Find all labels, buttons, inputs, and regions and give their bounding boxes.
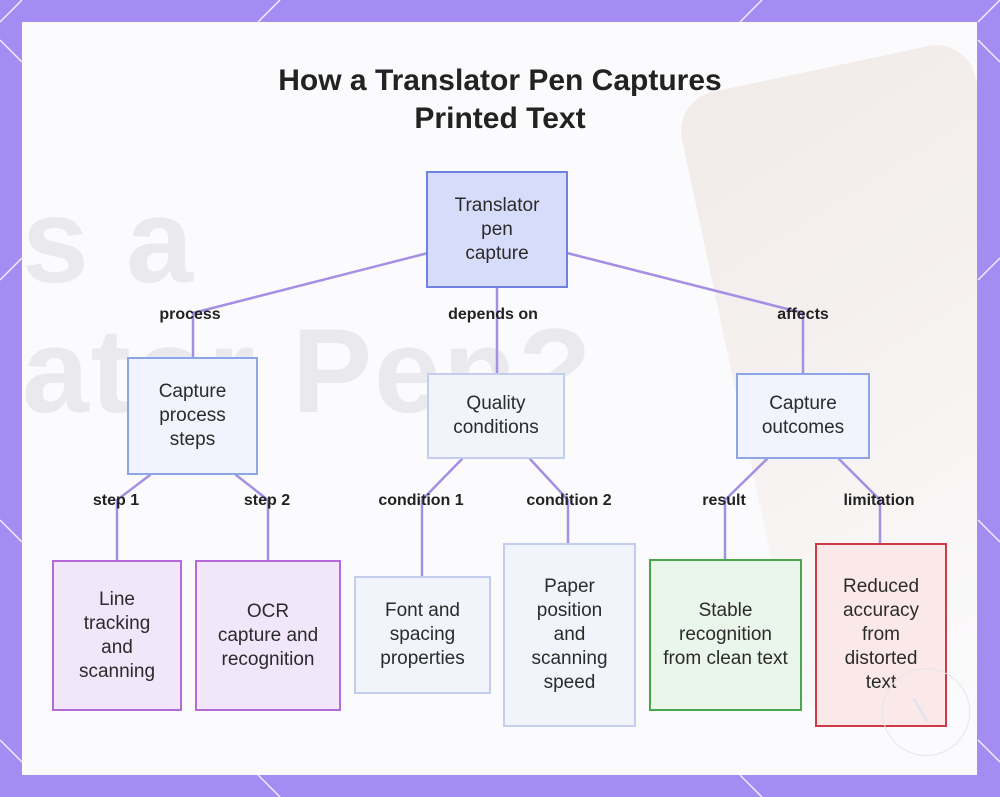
node-root: Translator pen capture — [426, 171, 568, 288]
edge-root-process — [191, 251, 430, 360]
node-line-tracking: Line tracking and scanning — [52, 560, 182, 711]
edge-label-depends-on: depends on — [448, 306, 538, 323]
edge-quality-paper — [528, 457, 570, 546]
node-font-spacing: Font and spacing properties — [354, 576, 491, 694]
node-capture-outcomes: Capture outcomes — [736, 373, 870, 459]
edge-label-affects: affects — [777, 306, 829, 323]
edge-process-line — [115, 473, 152, 562]
edge-label-step-2: step 2 — [243, 492, 291, 509]
edge-process-ocr — [234, 473, 270, 562]
edge-label-process: process — [159, 306, 221, 323]
edge-outcomes-stable — [723, 457, 769, 562]
diagram-title: How a Translator Pen Captures Printed Te… — [200, 62, 800, 138]
node-ocr-capture: OCR capture and recognition — [195, 560, 341, 711]
watermark-logo — [882, 668, 970, 756]
edge-root-outcomes — [565, 251, 805, 376]
node-quality-conditions: Quality conditions — [427, 373, 565, 459]
title-line-2: Printed Text — [414, 102, 586, 135]
node-paper-position: Paper position and scanning speed — [503, 543, 636, 727]
node-capture-process-steps: Capture process steps — [127, 357, 258, 475]
edge-label-limitation: limitation — [843, 492, 915, 509]
edge-label-condition-1: condition 1 — [378, 492, 464, 509]
edge-label-step-1: step 1 — [92, 492, 140, 509]
edge-outcomes-reduced — [837, 457, 882, 546]
edge-quality-font — [420, 457, 464, 579]
title-line-1: How a Translator Pen Captures — [278, 64, 722, 97]
edge-label-result: result — [702, 492, 746, 509]
background-ghost-text-1: s a — [22, 174, 195, 308]
node-stable-recognition: Stable recognition from clean text — [649, 559, 802, 711]
edge-label-condition-2: condition 2 — [526, 492, 612, 509]
